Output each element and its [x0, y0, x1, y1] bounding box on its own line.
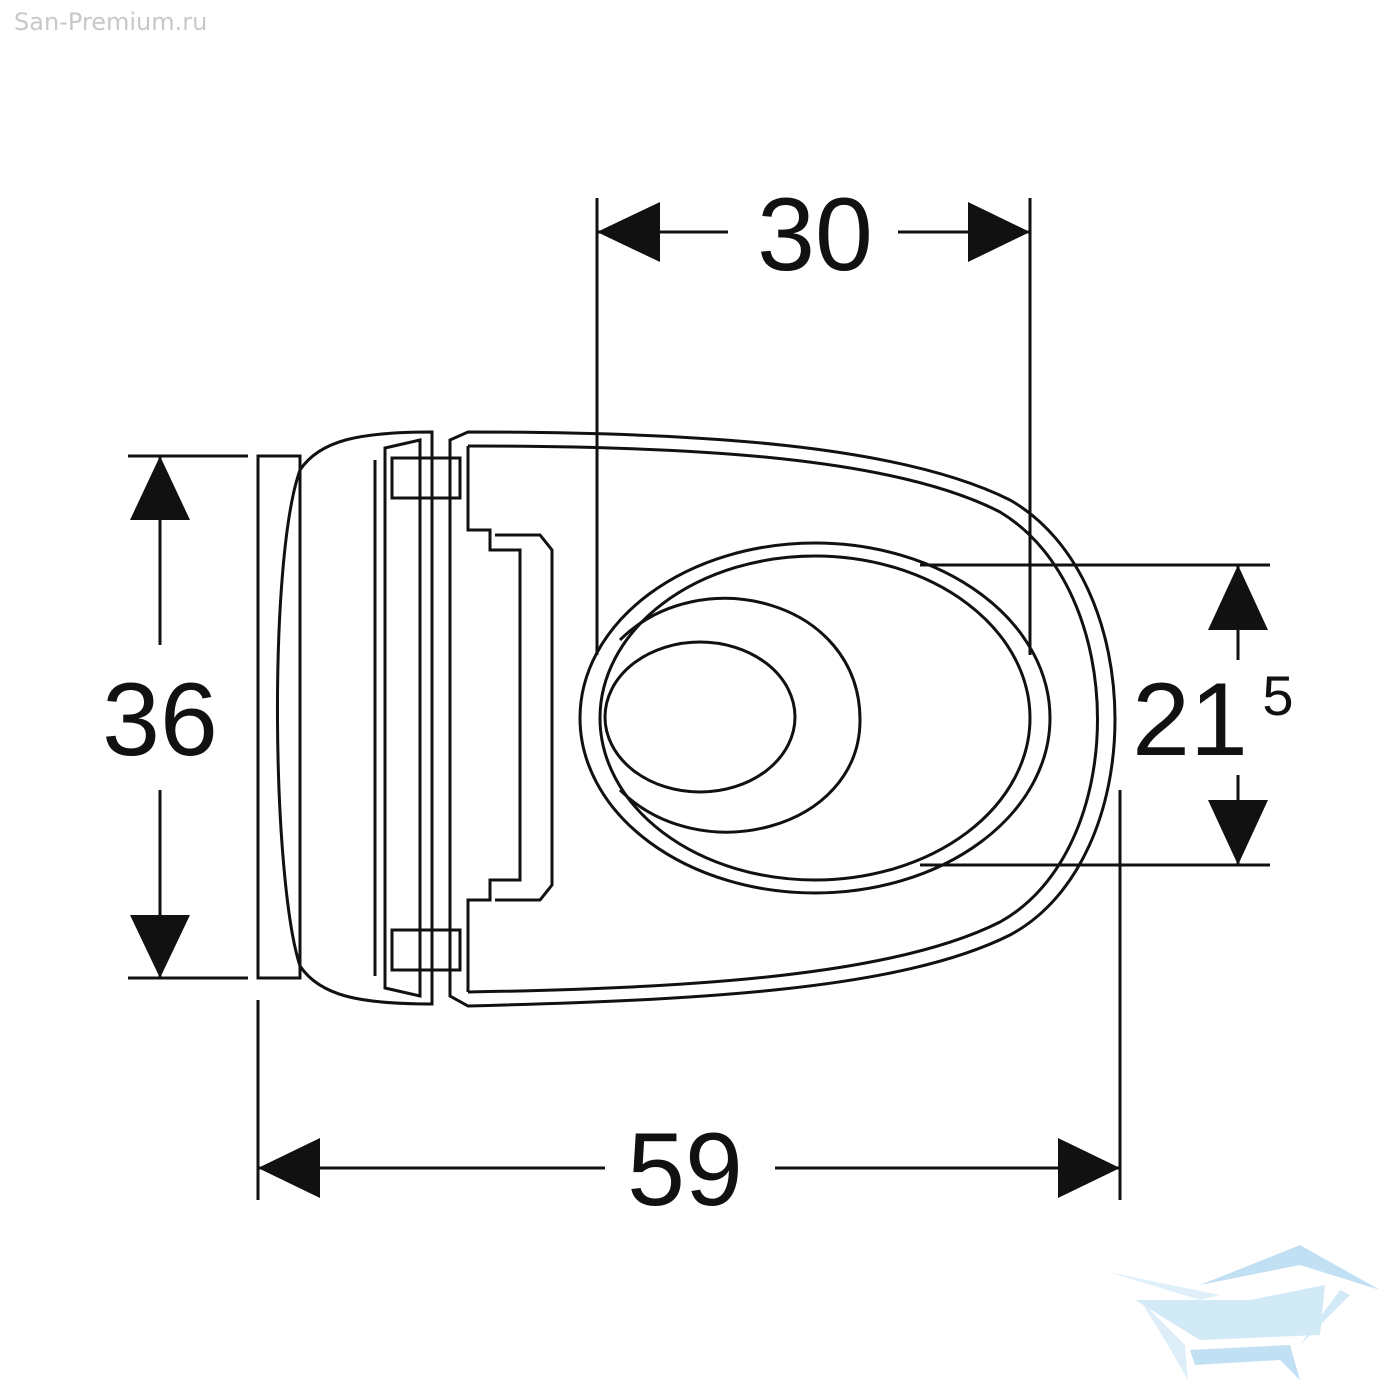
arrow-icon	[968, 202, 1030, 262]
arrow-icon	[258, 1138, 320, 1198]
seat-step-inner	[495, 533, 554, 902]
arrow-icon	[130, 915, 190, 978]
hinge-bottom	[390, 928, 462, 972]
wall-plate	[256, 454, 302, 980]
arrow-icon	[1058, 1138, 1120, 1198]
dimension-36-label: 36	[102, 662, 218, 778]
bowl-outer	[448, 430, 1117, 1008]
bowl-inner-edge	[467, 444, 1099, 994]
hinge-cover-inner	[383, 438, 422, 998]
arrow-icon	[130, 456, 190, 520]
arrow-icon	[597, 202, 660, 262]
bowl-rim-outer	[578, 541, 1052, 895]
arrow-icon	[1208, 565, 1268, 630]
dimension-30-label: 30	[757, 177, 873, 293]
arrow-icon	[1208, 800, 1268, 865]
dimension-21-superscript: 5	[1262, 664, 1293, 727]
dimension-lines	[128, 198, 1270, 1200]
bathtub-logo	[1108, 1245, 1380, 1380]
watermark-text: San-Premium.ru	[14, 8, 208, 36]
dimension-21-label: 21	[1132, 662, 1248, 778]
hinge-top	[390, 456, 462, 500]
toilet-outline	[256, 430, 1117, 1008]
drain-hole	[603, 640, 797, 794]
bowl-well	[618, 596, 862, 834]
bowl-rim-inner	[598, 554, 1032, 882]
seat-step	[466, 446, 522, 992]
dimension-59-label: 59	[627, 1112, 743, 1228]
hinge-cover	[275, 430, 434, 1006]
